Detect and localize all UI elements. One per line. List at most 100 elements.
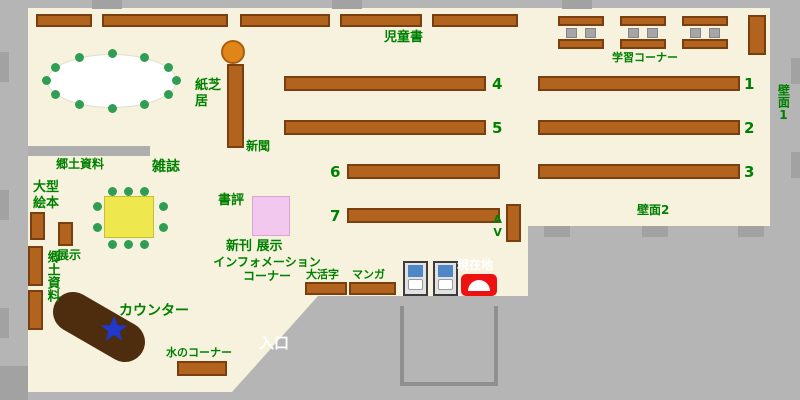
bookshelf-4 (284, 76, 486, 91)
wall-pillar (642, 226, 668, 237)
wall-pillar (0, 308, 9, 338)
bookshelf-7 (347, 208, 500, 223)
study-desk (558, 16, 604, 26)
terminal-base (438, 279, 453, 290)
local-materials-vertical-label: 郷土資料 (44, 250, 60, 302)
wall-pillar (544, 226, 570, 237)
current-location-marker (461, 274, 497, 296)
wall-pillar (0, 52, 9, 82)
manga-label: マンガ (352, 268, 385, 281)
av-shelf (506, 204, 521, 242)
kids-chair (93, 202, 102, 211)
shelf-number-5: 5 (492, 119, 503, 137)
counter-label: カウンター (119, 303, 189, 319)
av-label: AV (491, 213, 505, 239)
floor-cushion (51, 63, 60, 72)
reading-table (47, 54, 177, 108)
shelf-number-6: 6 (330, 163, 341, 181)
wall-pillar (791, 58, 800, 84)
kids-chair (159, 223, 168, 232)
study-desk (620, 16, 666, 26)
water-corner-shelf (177, 361, 227, 376)
wall-pillar (92, 0, 122, 9)
wall-1-label: 壁面1 (776, 84, 791, 122)
large-picture-books-shelf (30, 212, 45, 240)
local-materials-shelf (28, 246, 43, 286)
kids-chair (159, 202, 168, 211)
study-desk (620, 39, 666, 49)
bookshelf-top-4 (340, 14, 422, 27)
study-desk (682, 39, 728, 49)
kids-chair (124, 187, 133, 196)
bookshelf-5 (284, 120, 486, 135)
bookshelf-top-3 (240, 14, 330, 27)
exhibit-label: 展示 (57, 248, 82, 262)
shelf-number-7: 7 (330, 207, 341, 225)
floor-cushion (42, 76, 51, 85)
kids-chair (124, 240, 133, 249)
current-location-arc (468, 280, 490, 291)
terminal-base (408, 279, 423, 290)
floor-cushion (75, 53, 84, 62)
bookshelf-corner (748, 15, 766, 55)
large-picture-books-label: 大型 絵本 (33, 180, 60, 211)
newspaper-label: 新聞 (246, 139, 271, 153)
childrens-books-label: 児童書 (384, 30, 424, 45)
wall-pillar (562, 0, 592, 9)
study-desk (558, 39, 604, 49)
bookshelf-6 (347, 164, 500, 179)
new-books-display-case (252, 196, 290, 236)
study-chair (585, 28, 596, 38)
stairwell-outline (400, 306, 498, 386)
kamishibai-stool (221, 40, 245, 64)
wall-pillar (0, 190, 9, 220)
large-print-label: 大活字 (306, 268, 339, 281)
study-chair (566, 28, 577, 38)
kids-chair (140, 187, 149, 196)
terminal-screen (408, 265, 423, 277)
opac-terminal (403, 261, 428, 296)
floor-cushion (51, 90, 60, 99)
study-desk (682, 16, 728, 26)
floor-cushion (108, 104, 117, 113)
floor-cushion (108, 49, 117, 58)
study-corner-label: 学習コーナー (612, 51, 678, 64)
floor-cushion (140, 53, 149, 62)
opac-terminal (433, 261, 458, 296)
entrance-label: 入口 (259, 334, 290, 352)
kids-chair (140, 240, 149, 249)
study-chair (709, 28, 720, 38)
kids-chair (93, 223, 102, 232)
book-review-label: 書評 (218, 193, 245, 208)
newspaper-rack (227, 64, 244, 148)
floor-cushion (164, 63, 173, 72)
bookshelf-2 (538, 120, 740, 135)
magazines-label: 雑誌 (152, 159, 180, 175)
shelf-number-2: 2 (744, 119, 755, 137)
study-chair (647, 28, 658, 38)
bookshelf-3 (538, 164, 740, 179)
new-books-display-label: 新刊 展示 (226, 239, 283, 254)
kids-table (104, 196, 154, 238)
wall-pillar (791, 152, 800, 178)
wall-segment (28, 146, 150, 156)
wall-2-label: 壁面2 (637, 203, 670, 217)
local-materials-shelf (28, 290, 43, 330)
picture-book-corner-label: 絵本コーナー (58, 71, 142, 87)
floor-cushion (75, 100, 84, 109)
wall-pillar (332, 0, 362, 9)
bookshelf-1 (538, 76, 740, 91)
large-print-shelf (305, 282, 347, 295)
kids-chair (108, 187, 117, 196)
floor-cushion (164, 90, 173, 99)
shelf-number-3: 3 (744, 163, 755, 181)
current-location-label: 現在地 (457, 258, 494, 272)
floor-cushion (140, 100, 149, 109)
local-materials-label: 郷土資料 (56, 157, 105, 171)
wall-pillar (0, 366, 28, 400)
study-chair (628, 28, 639, 38)
bookshelf-top-2 (102, 14, 228, 27)
study-chair (690, 28, 701, 38)
water-corner-label: 水のコーナー (166, 346, 232, 359)
